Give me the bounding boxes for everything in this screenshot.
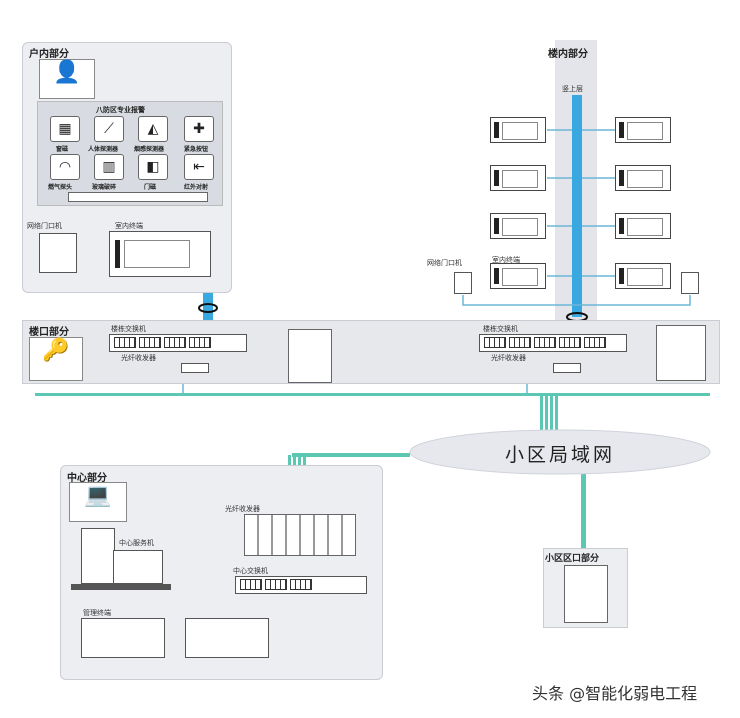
building-door-unit-label: 网络门口机 [427, 259, 462, 267]
infrared-beam-icon: ⇤ [184, 154, 214, 180]
building-title: 楼内部分 [548, 49, 588, 60]
terminal-label: 室内终端 [115, 222, 143, 230]
center-switch [235, 576, 367, 594]
gas-sensor-icon: ◠ [50, 154, 80, 180]
server-monitor [113, 550, 163, 584]
sensor-label: 红外对射 [184, 184, 209, 191]
switch-label: 楼栋交换机 [483, 325, 518, 333]
resident-illustration: 👤 [39, 59, 95, 99]
window-sensor-icon: ▦ [50, 116, 80, 142]
gate-door-station [564, 565, 608, 623]
switch-label: 楼栋交换机 [111, 325, 146, 333]
center-illustration: 💻 [69, 482, 127, 522]
building-switch [479, 334, 627, 352]
watermark: 头条 @智能化弱电工程 [532, 684, 698, 703]
management-terminal [81, 618, 165, 658]
sensor-label: 玻璃破碎 [92, 184, 117, 191]
sensor-label: 燃气探头 [48, 184, 73, 191]
floor-terminal [490, 117, 546, 143]
transceiver-label: 光纤收发器 [121, 354, 156, 362]
center-switch-label: 中心交换机 [233, 567, 268, 575]
sensor-label: 紧急按钮 [184, 146, 209, 153]
glass-break-icon: ▥ [94, 154, 124, 180]
door-unit-label: 网络门口机 [27, 222, 62, 230]
sensor-label: 烟感探测器 [134, 146, 165, 153]
sensor-label: 窗磁 [56, 146, 69, 153]
sensor-label: 门磁 [144, 184, 157, 191]
floor-terminal [615, 117, 671, 143]
entrance-door-station [656, 325, 706, 381]
fiber-transceiver [553, 363, 581, 373]
riser-label: 竖上层 [562, 85, 583, 93]
gate-panel: 小区区口部分 [543, 548, 628, 628]
transceiver-rack [244, 514, 356, 556]
entrance-title: 楼口部分 [29, 327, 69, 338]
indoor-terminal-device [109, 231, 211, 277]
entrance-illustration: 🔑 [29, 337, 83, 381]
center-title: 中心部分 [67, 473, 107, 484]
door-sensor-icon: ◧ [138, 154, 168, 180]
riser-cable [572, 95, 582, 317]
transceivers-label: 光纤收发器 [225, 505, 260, 513]
sensor-label: 人体探测器 [88, 146, 119, 153]
building-terminal-label: 室内终端 [492, 256, 520, 264]
server-tower [81, 528, 115, 584]
door-unit-device [454, 272, 472, 294]
alarm-title: 八防区专业报警 [96, 106, 145, 114]
mgmt-label: 管理终端 [83, 609, 111, 617]
motion-detector-icon: ⟋ [94, 116, 124, 142]
emergency-button-icon: ✚ [184, 116, 214, 142]
floor-terminal [615, 263, 671, 289]
lan-cloud [409, 429, 711, 475]
indoor-title: 户内部分 [29, 49, 69, 60]
floor-terminal [490, 263, 546, 289]
entrance-door-station [288, 329, 332, 383]
door-unit-device [681, 272, 699, 294]
floor-terminal [615, 213, 671, 239]
floor-terminal [615, 165, 671, 191]
center-panel: 中心部分 💻 中心服务机 光纤收发器 中心交换机 管理终端 [60, 465, 383, 680]
transceiver-label: 光纤收发器 [491, 354, 526, 362]
floor-terminal [490, 213, 546, 239]
door-unit-device [39, 233, 77, 273]
lan-label: 小区局域网 [504, 444, 615, 466]
gate-title: 小区区口部分 [545, 554, 600, 564]
entrance-band: 楼口部分 🔑 楼栋交换机 光纤收发器 楼栋交换机 光纤收发器 [22, 320, 720, 384]
indoor-panel: 户内部分 👤 八防区专业报警 ▦ ⟋ ◭ ✚ 窗磁 人体探测器 烟感探测器 紧急… [22, 42, 232, 293]
server-label: 中心服务机 [119, 539, 154, 547]
fiber-transceiver [181, 363, 209, 373]
alarm-box: 八防区专业报警 ▦ ⟋ ◭ ✚ 窗磁 人体探测器 烟感探测器 紧急按钮 ◠ ▥ … [37, 101, 223, 206]
floor-terminal [490, 165, 546, 191]
building-switch [109, 334, 247, 352]
management-terminal [185, 618, 269, 658]
smoke-detector-icon: ◭ [138, 116, 168, 142]
